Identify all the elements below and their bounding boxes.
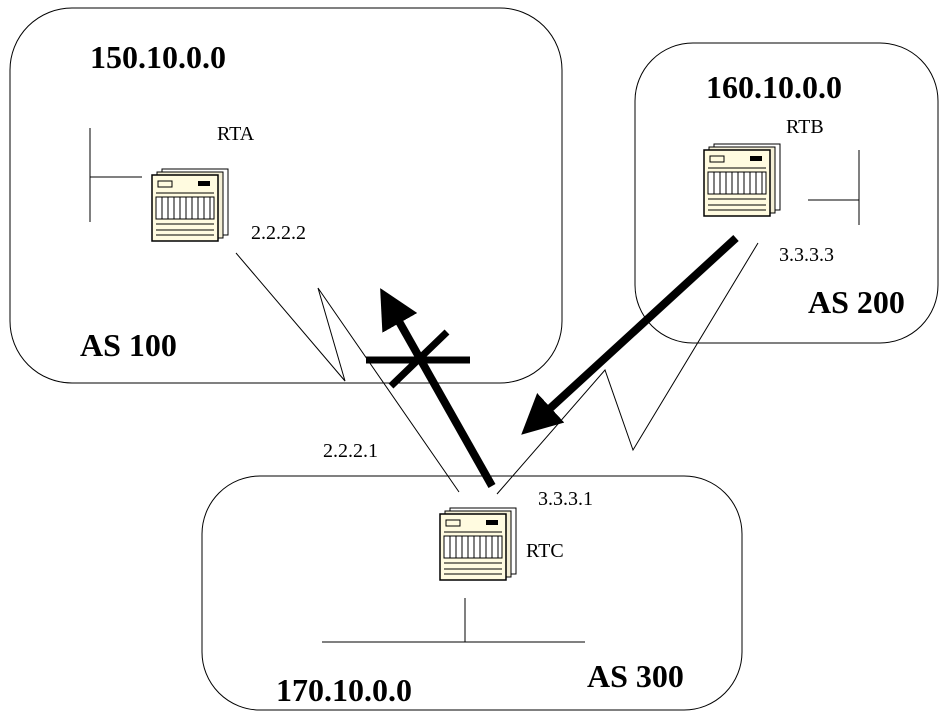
rtc-ip-to-rta-label: 2.2.2.1 [323,440,378,462]
as200-as-label: AS 200 [808,284,905,320]
as300-network-label: 170.10.0.0 [276,672,412,708]
rtb-name-label: RTB [786,116,824,138]
rta-name-label: RTA [217,123,255,145]
blocked-x-icon [366,329,470,389]
as200-network-label: 160.10.0.0 [706,69,842,105]
blocked-advertisement-arrow [380,288,496,488]
rtb-ip-label: 3.3.3.3 [779,244,834,266]
as100-as-label: AS 100 [80,327,177,363]
rtc-name-label: RTC [526,540,564,562]
as300-as-label: AS 300 [587,658,684,694]
as300-boundary [201,475,743,711]
as100-boundary [9,7,563,384]
as100-network-label: 150.10.0.0 [90,39,226,75]
rtc-ip-to-rtb-label: 3.3.3.1 [538,488,593,510]
rta-ip-label: 2.2.2.2 [251,222,306,244]
advertisement-arrow [521,235,739,435]
router-icon-rtc[interactable] [439,507,517,581]
router-icon-rta[interactable] [151,168,229,242]
serial-link-rta-rtc [235,252,460,493]
as200-boundary [634,42,939,344]
serial-link-rtb-rtc [496,242,759,495]
router-icon-rtb[interactable] [703,143,781,217]
